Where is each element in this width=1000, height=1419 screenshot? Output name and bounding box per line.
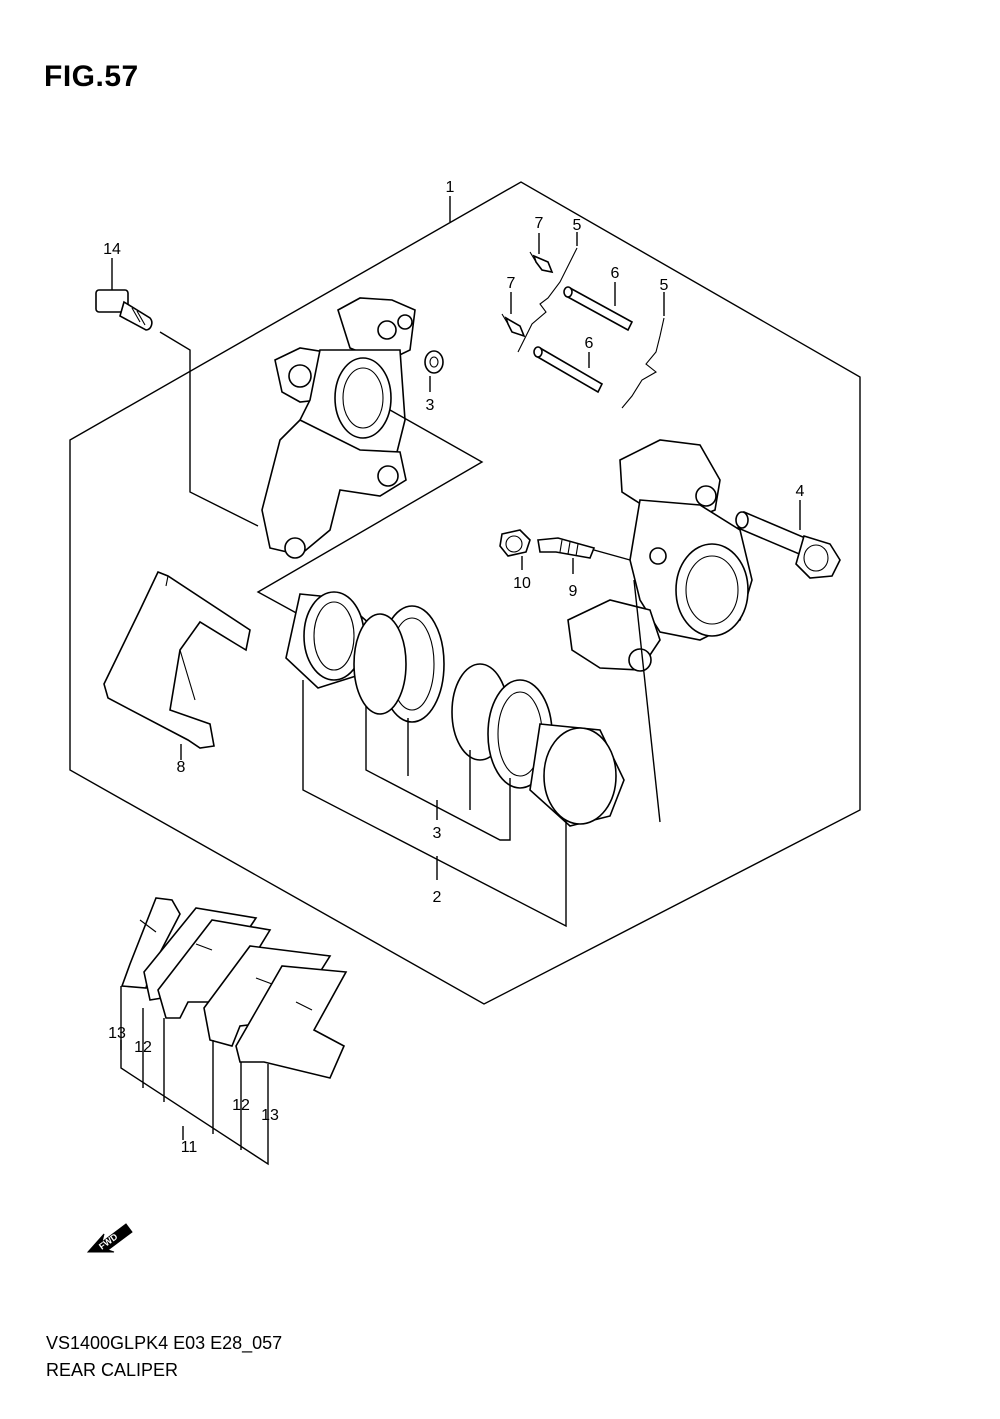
fwd-arrow-icon: FWD — [86, 1223, 133, 1253]
callout-label-c7b: 7 — [507, 275, 516, 292]
clip-7-upper — [529, 251, 554, 274]
leader-bracket-3 — [365, 706, 511, 841]
pin-6-lower — [533, 346, 604, 394]
callout-label-c13a: 13 — [108, 1025, 126, 1042]
callout-label-c5a: 5 — [573, 217, 582, 234]
leader-line-9 — [572, 549, 631, 574]
pad-set-11 — [120, 897, 348, 1079]
piston-2-left — [285, 591, 371, 689]
spring-5-left — [517, 247, 578, 353]
leader-bracket-11 — [120, 986, 269, 1166]
clip-7-lower — [501, 313, 526, 338]
callout-label-c11: 11 — [181, 1139, 198, 1156]
bleeder-9 — [537, 537, 596, 559]
seal-3-upper — [424, 350, 444, 374]
bolt-4 — [735, 510, 841, 579]
bolt-14 — [95, 289, 153, 331]
callout-labels: 1 14 7 5 7 6 5 6 3 4 10 9 8 3 2 13 12 12 13 11 — [103, 179, 804, 1156]
callout-label-c10: 10 — [513, 575, 531, 592]
callout-label-c4: 4 — [796, 483, 805, 500]
leader-bracket-caliper — [256, 409, 484, 616]
pin-6-upper — [563, 286, 634, 332]
callout-label-c2: 2 — [433, 889, 442, 906]
callout-label-c12a: 12 — [134, 1039, 152, 1056]
callout-label-c3b: 3 — [433, 825, 442, 842]
callout-label-c13b: 13 — [261, 1107, 279, 1124]
callout-label-c6b: 6 — [585, 335, 594, 352]
callout-label-c9: 9 — [569, 583, 578, 600]
caliper-half-left — [261, 297, 416, 559]
callout-label-c1: 1 — [446, 179, 455, 196]
leader-bracket-2 — [302, 680, 567, 928]
figure-title: FIG.57 — [44, 60, 139, 93]
caliper-half-right — [567, 439, 753, 672]
pad-spring-8 — [103, 570, 251, 749]
diagram-code: VS1400GLPK4 E03 E28_057 — [46, 1333, 283, 1353]
callout-label-c5b: 5 — [660, 277, 669, 294]
callout-label-c3a: 3 — [426, 397, 435, 414]
cap-10 — [499, 529, 531, 557]
leader-line-14 — [111, 258, 259, 527]
callout-label-c12b: 12 — [232, 1097, 250, 1114]
callout-label-c14: 14 — [103, 241, 121, 258]
seal-3-left — [353, 605, 445, 723]
assembly-outline — [69, 181, 861, 1005]
diagram-name: REAR CALIPER — [46, 1360, 179, 1380]
leader-line-caliper-right — [633, 579, 661, 823]
piston-2-right — [529, 723, 625, 827]
spring-5-right — [621, 317, 665, 409]
callout-label-c7a: 7 — [535, 215, 544, 232]
seal-3-right — [451, 663, 553, 789]
callout-label-c8: 8 — [177, 759, 186, 776]
callout-label-c6a: 6 — [611, 265, 620, 282]
